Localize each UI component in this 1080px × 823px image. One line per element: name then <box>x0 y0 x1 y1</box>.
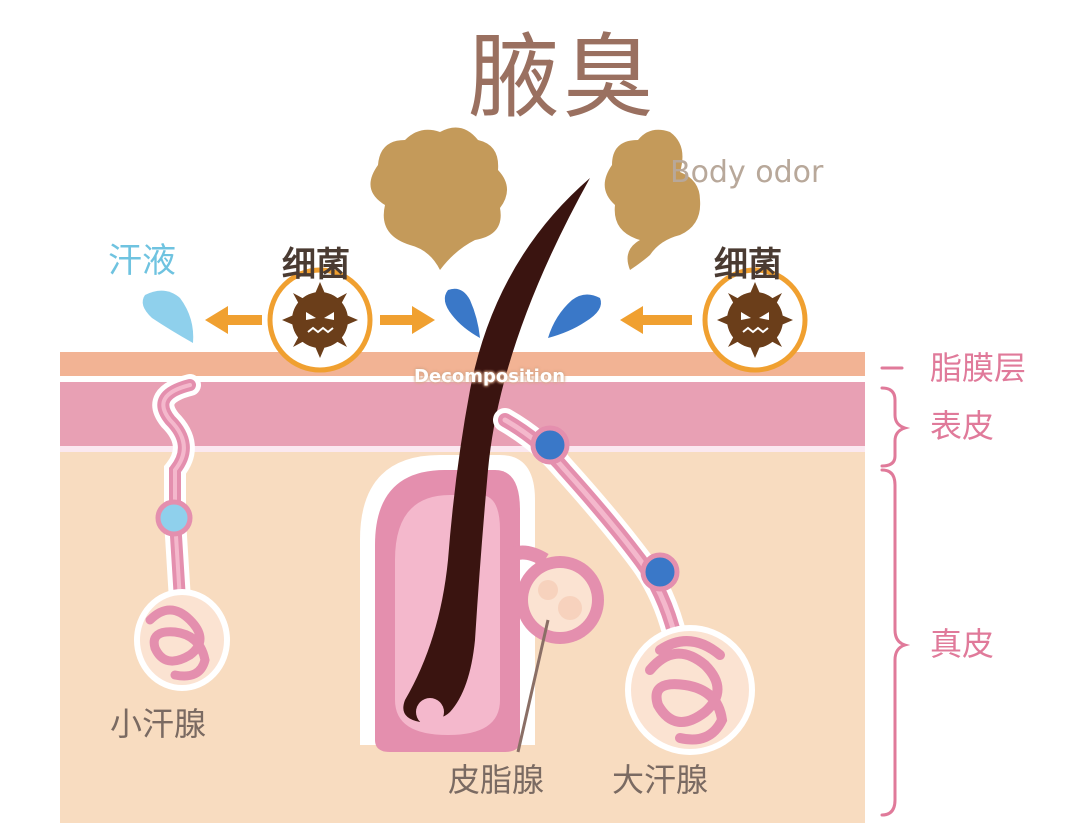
eccrine-gland-label: 小汗腺 <box>110 705 207 743</box>
arrow-right <box>620 306 692 334</box>
hair-bulb-papilla <box>416 698 444 726</box>
lipid-film-label: 脂膜层 <box>930 349 1027 387</box>
arrows <box>205 306 692 334</box>
apocrine-gland <box>493 408 755 755</box>
hair-shaft <box>403 178 590 722</box>
eccrine-gland <box>134 374 230 691</box>
layer-brackets <box>880 366 911 817</box>
apocrine-drop-2 <box>640 552 680 592</box>
body-odor-label: Body odor <box>670 155 824 190</box>
odor-cloud-right <box>604 129 701 270</box>
eccrine-duct-drop <box>155 499 193 537</box>
decomposition-label: Decomposition <box>414 366 566 387</box>
epidermis-label: 表皮 <box>930 407 995 445</box>
apocrine-gland-label: 大汗腺 <box>612 761 709 799</box>
sebaceous-gland-label: 皮脂腺 <box>448 761 545 799</box>
dermis-label: 真皮 <box>930 625 995 663</box>
diagram-title: 腋臭 <box>468 24 657 131</box>
sweat-drop <box>142 290 194 343</box>
apocrine-secretion-right <box>548 294 601 338</box>
bacteria-right <box>702 267 808 373</box>
bacteria-left <box>267 267 373 373</box>
arrow-left <box>205 306 262 334</box>
dermis-bracket <box>880 468 911 817</box>
epidermis-bracket <box>880 386 911 468</box>
sweat-label: 汗液 <box>108 241 176 281</box>
apocrine-drop-1 <box>530 425 570 465</box>
arrow-center <box>380 306 435 334</box>
apocrine-secretion-left <box>444 288 480 338</box>
sebaceous-gland <box>500 545 604 753</box>
odor-cloud-left <box>370 127 508 270</box>
bacteria-left-label: 细菌 <box>282 245 350 285</box>
bacteria-right-label: 细菌 <box>714 245 782 285</box>
